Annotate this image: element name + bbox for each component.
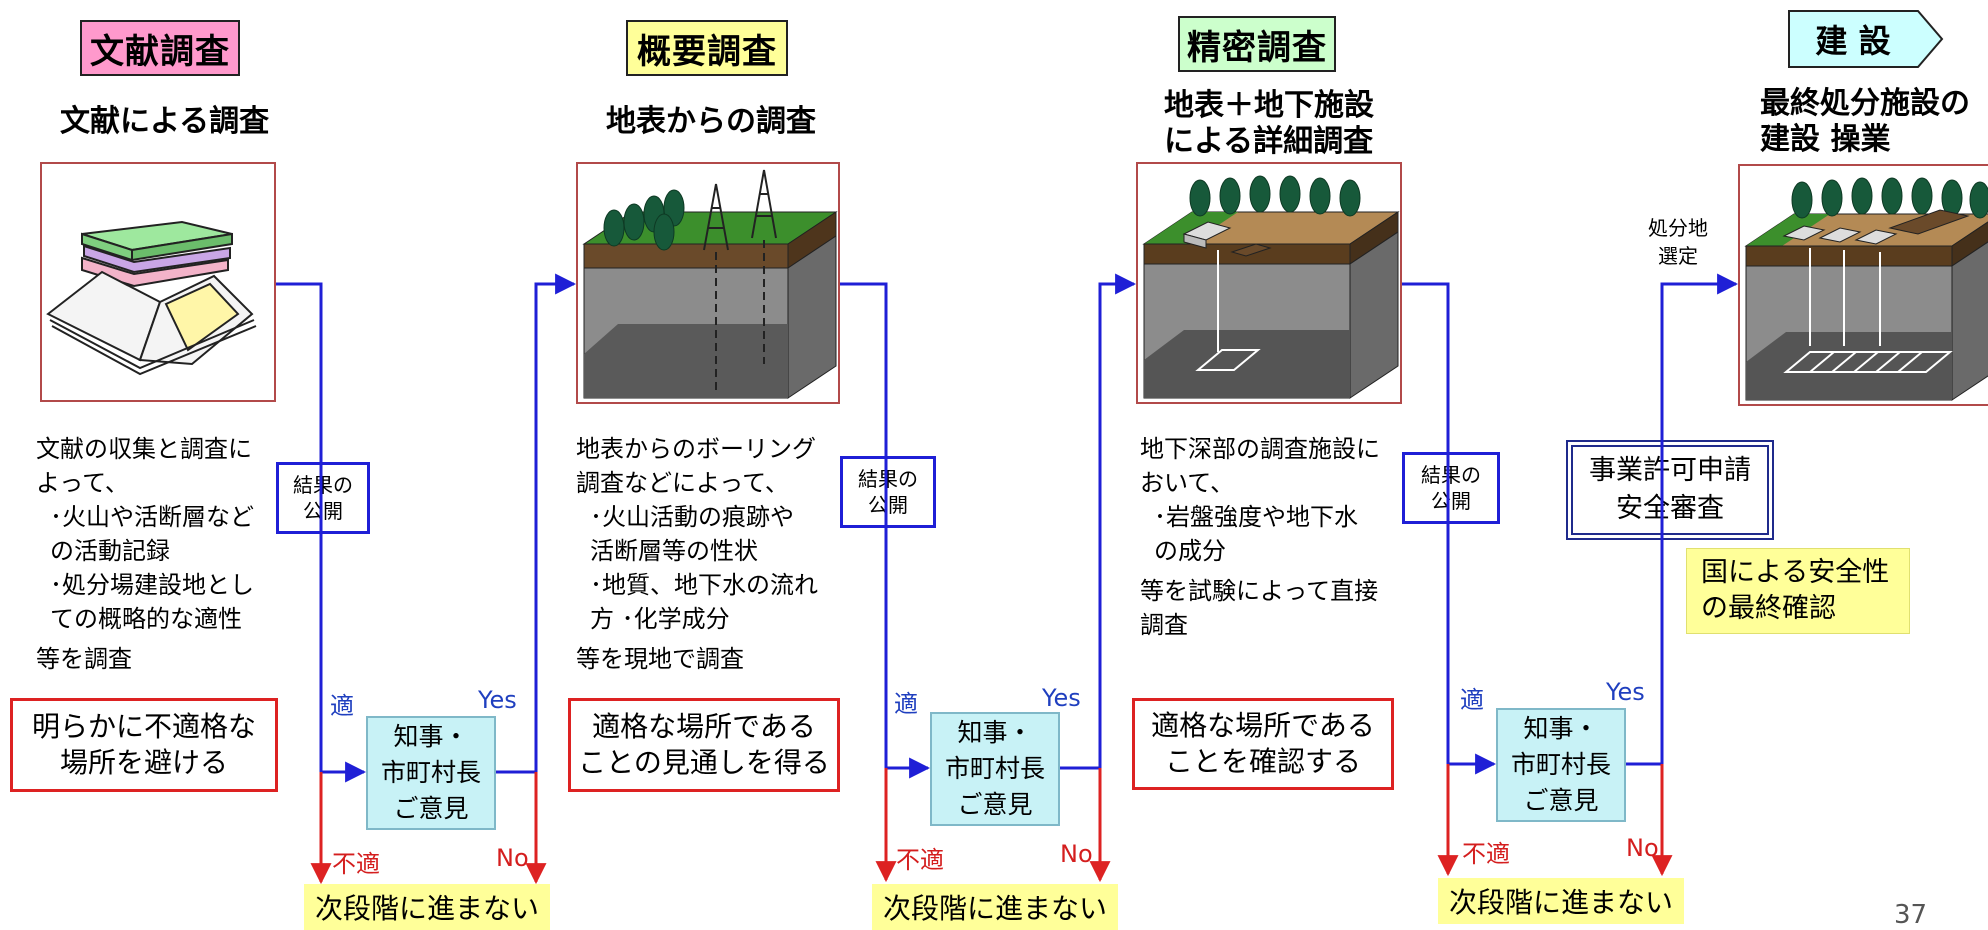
books-illustration bbox=[40, 162, 276, 402]
suitable-label: 適 bbox=[894, 690, 918, 718]
license-application-box: 事業許可申請安全審査 bbox=[1566, 440, 1774, 540]
stage-description-overview: 地表からのボーリング調査などによって、 ･火山活動の痕跡や活断層等の性状 ･地質… bbox=[576, 435, 818, 673]
no-label: No bbox=[1060, 840, 1093, 868]
stop-box: 次段階に進まない bbox=[1438, 878, 1684, 924]
governor-opinion-box: 知事・市町村長ご意見 bbox=[930, 712, 1060, 826]
unsuitable-label: 不適 bbox=[332, 850, 380, 878]
underground-facility-illustration bbox=[1136, 162, 1402, 404]
national-safety-check-box: 国による安全性の最終確認 bbox=[1686, 548, 1910, 634]
yes-label: Yes bbox=[1606, 678, 1645, 706]
stage-title-detailed: 精密調査 bbox=[1178, 16, 1336, 72]
no-label: No bbox=[1626, 834, 1659, 862]
stage-subtitle-overview: 地表からの調査 bbox=[606, 104, 816, 139]
yes-label: Yes bbox=[478, 686, 517, 714]
suitable-label: 適 bbox=[1460, 686, 1484, 714]
stage-goal-overview: 適格な場所であることの見通しを得る bbox=[568, 698, 840, 792]
page-number: 37 bbox=[1894, 900, 1928, 930]
stage-title-construction-label: 建 設 bbox=[1815, 22, 1891, 60]
site-selection-label: 処分地選定 bbox=[1648, 216, 1708, 268]
stage-description-literature: 文献の収集と調査によって、 ･火山や活断層などの活動記録 ･処分場建設地としての… bbox=[36, 435, 254, 673]
yes-label: Yes bbox=[1042, 684, 1081, 712]
no-label: No bbox=[496, 844, 529, 872]
stage-goal-detailed: 適格な場所であることを確認する bbox=[1132, 698, 1394, 790]
governor-opinion-box: 知事・市町村長ご意見 bbox=[366, 716, 496, 830]
stage-title-overview: 概要調査 bbox=[626, 20, 788, 76]
suitable-label: 適 bbox=[330, 692, 354, 720]
stage-title-literature: 文献調査 bbox=[80, 20, 240, 76]
stop-box: 次段階に進まない bbox=[872, 884, 1118, 930]
result-publication-box: 結果の公開 bbox=[276, 462, 370, 534]
unsuitable-label: 不適 bbox=[896, 846, 944, 874]
result-publication-box: 結果の公開 bbox=[1402, 452, 1500, 524]
stop-box: 次段階に進まない bbox=[304, 884, 550, 930]
stage-description-detailed: 地下深部の調査施設において、 ･岩盤強度や地下水の成分 等を試験によって直接調査 bbox=[1140, 435, 1380, 639]
result-publication-box: 結果の公開 bbox=[840, 456, 936, 528]
disposal-facility-illustration bbox=[1738, 164, 1988, 406]
unsuitable-label: 不適 bbox=[1462, 840, 1510, 868]
stage-title-construction: 建 設 bbox=[1788, 10, 1944, 68]
stage-goal-literature: 明らかに不適格な場所を避ける bbox=[10, 698, 278, 792]
stage-subtitle-literature: 文献による調査 bbox=[60, 104, 270, 139]
governor-opinion-box: 知事・市町村長ご意見 bbox=[1496, 708, 1626, 822]
stage-subtitle-detailed: 地表＋地下施設による詳細調査 bbox=[1164, 88, 1374, 159]
stage-subtitle-construction: 最終処分施設の建設 操業 bbox=[1760, 86, 1970, 157]
surface-survey-illustration bbox=[576, 162, 840, 404]
